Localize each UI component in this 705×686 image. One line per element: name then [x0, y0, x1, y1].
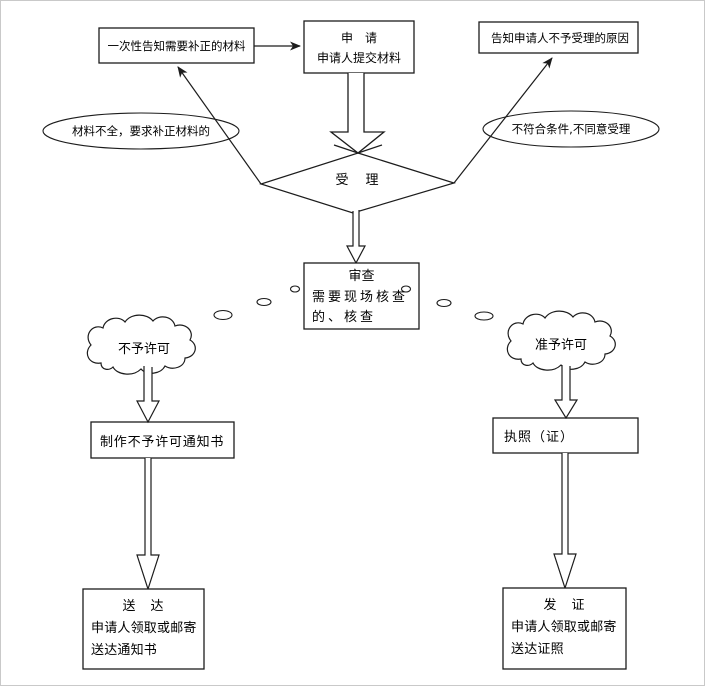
- approve-cloud-label: 准予许可: [534, 337, 587, 353]
- notify-rejection-box-shape: [478, 21, 639, 54]
- deliver-line3: 送达通知书: [91, 643, 158, 658]
- thought-dots-right: [400, 285, 494, 321]
- apply-box: 申 请 申请人提交材料: [304, 21, 414, 73]
- review-box: 审查 需要现场核查 的、核查: [304, 263, 419, 329]
- issue-box-shape: [502, 587, 627, 670]
- deliver-box: 送 达 申请人领取或邮寄 送达通知书: [83, 589, 204, 669]
- review-box-shape: [303, 262, 420, 330]
- notify-correction-label: 一次性告知需要补正的材料: [107, 38, 246, 53]
- block-arrow-accept-to-review: [346, 210, 366, 265]
- ellipse-incomplete-shape: [42, 112, 240, 150]
- diamond-edge-overshoot-left: [333, 144, 359, 154]
- block-arrow-approve-to-license: [553, 365, 579, 420]
- thought-dots-left: [213, 285, 301, 321]
- make-denial-box-shape: [90, 421, 235, 459]
- license-box-shape: [492, 417, 639, 454]
- issue-box: 发 证 申请人领取或邮寄 送达证照: [503, 588, 626, 669]
- block-arrow-apply-to-accept: [329, 73, 386, 154]
- diamond-edge-overshoot-right: [357, 144, 383, 154]
- license-label: 执照（证）: [504, 430, 575, 445]
- deliver-box-shape: [82, 588, 205, 670]
- block-arrow-license-to-issue: [553, 453, 577, 590]
- review-line1: 审查: [348, 269, 375, 284]
- line-accept-to-notify-rejection: [453, 57, 553, 184]
- notify-rejection-label: 告知申请人不予受理的原因: [491, 30, 629, 45]
- issue-line3: 送达证照: [511, 642, 564, 657]
- block-arrow-deny-to-make-denial: [136, 366, 160, 424]
- review-line3: 的、核查: [312, 310, 377, 325]
- not-qualified-label: 不符合条件,不同意受理: [511, 122, 631, 136]
- apply-box-shape: [303, 20, 415, 74]
- issue-title: 发 证: [543, 598, 586, 613]
- review-line2: 需要现场核查: [312, 289, 409, 305]
- cloud-deny-shape: [86, 314, 196, 375]
- apply-title: 申 请: [340, 31, 377, 45]
- incomplete-materials-label: 材料不全，要求补正材料的: [72, 124, 210, 138]
- apply-subtitle: 申请人提交材料: [316, 51, 401, 65]
- line-accept-to-notify-correction: [177, 66, 262, 185]
- notify-correction-box-shape: [98, 27, 255, 64]
- deliver-title: 送 达: [122, 599, 165, 614]
- block-arrow-make-denial-to-deliver: [136, 458, 160, 591]
- issue-line2: 申请人领取或邮寄: [511, 620, 617, 635]
- accept-label: 受 理: [335, 172, 381, 188]
- cloud-approve-shape: [506, 310, 616, 371]
- deliver-line2: 申请人领取或邮寄: [91, 621, 197, 636]
- make-denial-notice-label: 制作不予许可通知书: [100, 434, 225, 450]
- deny-cloud-label: 不予许可: [117, 341, 170, 357]
- ellipse-not-qualified-shape: [482, 110, 660, 148]
